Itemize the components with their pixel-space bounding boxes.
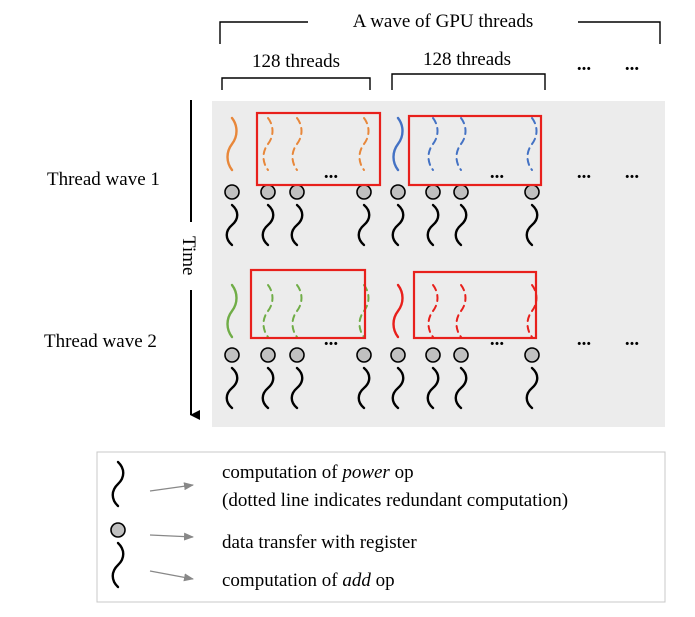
power-op-thread: [226, 116, 238, 172]
add-op-thread: [357, 203, 371, 247]
power-op-thread: [526, 284, 538, 338]
power-op-thread: [291, 117, 303, 171]
register-transfer-marker: [224, 184, 240, 200]
legend-arrow-register: [149, 532, 194, 541]
add-op-thread: [357, 366, 371, 410]
power-op-thread: [455, 284, 467, 338]
wave-ellipsis: ...: [577, 329, 591, 350]
power-op-thread: [392, 116, 404, 172]
power-op-thread: [262, 117, 274, 171]
register-transfer-marker: [289, 184, 305, 200]
thread-ellipsis: ...: [324, 162, 338, 183]
legend-arrow-add: [149, 570, 194, 582]
add-op-thread: [261, 203, 275, 247]
power-op-thread: [291, 284, 303, 338]
threads-layer: ........................: [224, 111, 639, 410]
time-label: Time: [178, 236, 199, 275]
thread-ellipsis: ...: [490, 162, 504, 183]
add-op-thread: [454, 366, 468, 410]
legend-add-symbol: [111, 541, 125, 589]
legend-power-symbol: [111, 460, 125, 508]
power-op-thread: [455, 117, 467, 171]
legend-item-power: computation of power op: [222, 462, 414, 483]
power-op-thread: [262, 284, 274, 338]
register-transfer-marker: [425, 347, 441, 363]
add-op-thread: [525, 366, 539, 410]
legend-symbols: [110, 460, 126, 589]
register-transfer-marker: [524, 184, 540, 200]
group1-bracket: [221, 77, 371, 90]
power-op-thread: [427, 284, 439, 338]
add-op-thread: [261, 366, 275, 410]
header-ellipsis-2: ...: [625, 54, 639, 75]
thread-ellipsis: ...: [324, 329, 338, 350]
wave-ellipsis: ...: [577, 162, 591, 183]
register-transfer-marker: [260, 347, 276, 363]
add-op-thread: [225, 366, 239, 410]
wave-panel: [212, 101, 665, 427]
register-transfer-marker: [224, 347, 240, 363]
register-transfer-marker: [390, 184, 406, 200]
thread-wave-1: ............: [224, 111, 639, 247]
wave-ellipsis: ...: [625, 162, 639, 183]
legend-item-register: data transfer with register: [222, 532, 417, 553]
wave-ellipsis: ...: [625, 329, 639, 350]
register-transfer-marker: [356, 184, 372, 200]
legend-arrow-power: [149, 482, 194, 492]
thread-ellipsis: ...: [490, 329, 504, 350]
power-op-thread: [226, 283, 238, 339]
add-op-thread: [391, 366, 405, 410]
register-transfer-marker: [289, 347, 305, 363]
thread-wave-2: ............: [224, 268, 639, 410]
add-op-thread: [426, 203, 440, 247]
legend-item-power-note: (dotted line indicates redundant computa…: [222, 490, 568, 511]
redundant-computation-box: [412, 270, 538, 340]
redundant-computation-box: [407, 114, 543, 187]
group2-bracket: [391, 73, 546, 90]
register-transfer-marker: [453, 347, 469, 363]
add-op-thread: [225, 203, 239, 247]
wave-label: A wave of GPU threads: [353, 11, 533, 32]
add-op-thread: [454, 203, 468, 247]
header-ellipsis-1: ...: [577, 54, 591, 75]
add-op-thread: [525, 203, 539, 247]
register-transfer-marker: [390, 347, 406, 363]
register-transfer-marker: [425, 184, 441, 200]
redundant-computation-box: [255, 111, 382, 187]
power-op-thread: [427, 117, 439, 171]
redundant-computation-box: [249, 268, 367, 340]
add-op-thread: [290, 366, 304, 410]
row-label-wave-2: Thread wave 2: [44, 331, 157, 352]
group1-label: 128 threads: [252, 51, 340, 72]
legend-register-symbol: [110, 522, 126, 538]
add-op-thread: [391, 203, 405, 247]
add-op-thread: [290, 203, 304, 247]
power-op-thread: [358, 117, 370, 171]
register-transfer-marker: [524, 347, 540, 363]
register-transfer-marker: [453, 184, 469, 200]
register-transfer-marker: [356, 347, 372, 363]
group2-label: 128 threads: [423, 49, 511, 70]
register-transfer-marker: [260, 184, 276, 200]
power-op-thread: [526, 117, 538, 171]
power-op-thread: [392, 283, 404, 339]
row-label-wave-1: Thread wave 1: [47, 169, 160, 190]
add-op-thread: [426, 366, 440, 410]
legend-item-add: computation of add op: [222, 570, 395, 591]
wave-bracket: [219, 21, 661, 44]
